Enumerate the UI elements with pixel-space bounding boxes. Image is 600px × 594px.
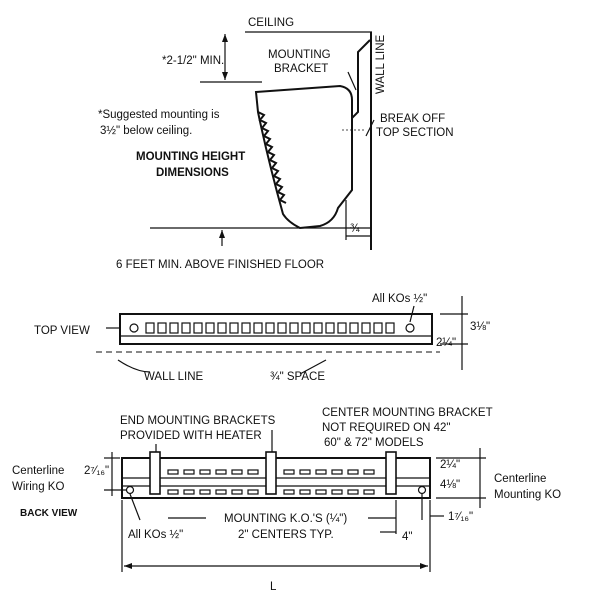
mounting-bracket-label-1: MOUNTING: [268, 49, 331, 61]
break-off-label-1: BREAK OFF: [380, 113, 445, 125]
top-ko-right: [405, 323, 415, 333]
center-bracket-label-3: 60" & 72" MODELS: [324, 437, 424, 449]
side-view: CEILING *2-1/2" MIN. MOUNTING BRACKET WA…: [98, 17, 454, 271]
heater-fins: [257, 111, 287, 204]
break-off-leader: [365, 119, 375, 137]
gap-label: ¾: [350, 223, 360, 235]
centerline-left-label-1: Centerline: [12, 465, 64, 477]
min-clearance-label: *2-1/2" MIN.: [162, 55, 224, 67]
back-view-slots: [167, 469, 375, 495]
suggested-mounting-2: 3½" below ceiling.: [100, 125, 192, 137]
arrow-head: [219, 230, 225, 238]
top-view-slots: [145, 322, 395, 334]
center-bracket-label-1: CENTER MOUNTING BRACKET: [322, 407, 493, 419]
length-label: L: [270, 581, 277, 593]
four-inch-label: 4": [402, 531, 412, 543]
back-ko-right: [417, 485, 427, 495]
centerline-right-label-1: Centerline: [494, 473, 546, 485]
depth-inner-label: 2¼": [436, 337, 456, 349]
right-dim-mid-label: 4⅛": [440, 479, 460, 491]
arrow-head: [222, 72, 228, 80]
end-brackets-label-1: END MOUNTING BRACKETS: [120, 415, 276, 427]
mounting-bracket-label-2: BRACKET: [274, 63, 328, 75]
arrow-head: [124, 563, 132, 569]
arrow-head: [420, 563, 428, 569]
mounting-kos-label-2: 2" CENTERS TYP.: [238, 529, 334, 541]
heater-body: [254, 84, 353, 230]
top-view: TOP VIEW All KOs ½" 3⅛" 2¼" WALL LINE ¾"…: [34, 293, 490, 383]
back-view: END MOUNTING BRACKETS PROVIDED WITH HEAT…: [12, 407, 561, 593]
top-view-housing: [119, 313, 433, 345]
center-bracket: [265, 451, 277, 495]
end-bracket-left: [149, 451, 161, 495]
arrow-head: [222, 34, 228, 42]
ko-leader: [409, 305, 415, 323]
right-dim-top-label: 2¼": [440, 459, 460, 471]
left-dim-label: 2⁷⁄₁₆": [84, 465, 109, 477]
centerline-right-label-2: Mounting KO: [494, 489, 561, 501]
space-label: ¾" SPACE: [270, 371, 325, 383]
wall-line-label: WALL LINE: [375, 34, 387, 94]
ceiling-label: CEILING: [248, 17, 294, 29]
centerline-left-label-2: Wiring KO: [12, 481, 64, 493]
back-ko-left: [125, 485, 135, 495]
break-off-label-2: TOP SECTION: [376, 127, 454, 139]
bracket-leader: [347, 71, 357, 91]
floor-min-label: 6 FEET MIN. ABOVE FINISHED FLOOR: [116, 259, 324, 271]
top-wall-line-label: WALL LINE: [144, 371, 204, 383]
center-bracket-label-2: NOT REQUIRED ON 42": [322, 422, 450, 434]
mounting-kos-label-1: MOUNTING K.O.'S (¼"): [224, 513, 347, 525]
back-kos-leader: [129, 493, 141, 521]
back-view-label: BACK VIEW: [20, 508, 78, 519]
top-ko-left: [129, 323, 139, 333]
top-kos-label: All KOs ½": [372, 293, 427, 305]
height-title-2: DIMENSIONS: [156, 167, 229, 179]
suggested-mounting-1: *Suggested mounting is: [98, 109, 220, 121]
depth-outer-label: 3⅛": [470, 321, 490, 333]
wall-line-leader: [117, 359, 151, 373]
back-kos-label: All KOs ½": [128, 529, 183, 541]
end-bracket-right: [385, 451, 397, 495]
top-view-label: TOP VIEW: [34, 325, 90, 337]
right-offset-label: 1⁷⁄₁₆": [448, 511, 473, 523]
space-leader: [299, 359, 327, 375]
height-title-1: MOUNTING HEIGHT: [136, 151, 245, 163]
end-brackets-label-2: PROVIDED WITH HEATER: [120, 430, 262, 442]
